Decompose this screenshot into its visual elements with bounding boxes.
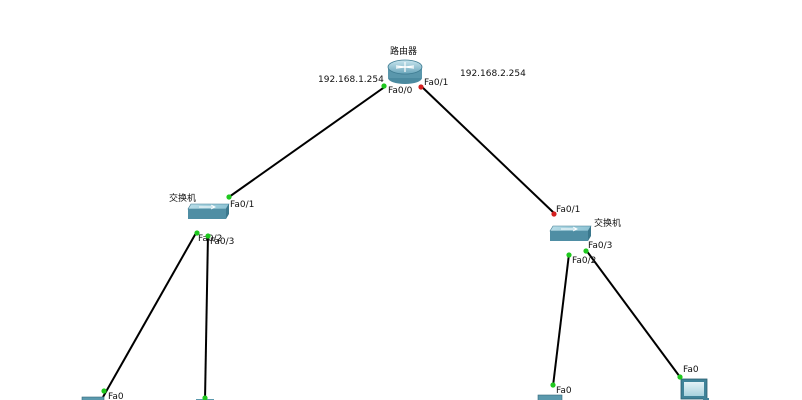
port-dot-pc1 [101,388,107,394]
port-dot-pc3 [550,382,556,388]
link-router-switch-right[interactable] [420,85,555,214]
router-arrows-icon [395,62,415,72]
links [102,85,681,400]
port-dot-sw-left-fa03 [205,233,211,239]
switch-right-port-down-a: Fa0/2 [572,256,596,266]
router-name: 路由器 [390,45,417,57]
pc3-port: Fa0 [556,386,572,396]
switch-right-port-up: Fa0/1 [556,205,580,215]
port-dot-router-fa01 [418,84,424,90]
router-port-left: Fa0/0 [388,86,413,96]
router-ip-right: 192.168.2.254 [460,69,526,79]
pc1-port: Fa0 [108,392,124,400]
switch-left-device[interactable] [187,203,230,219]
port-dot-router-fa00 [381,83,387,89]
port-dot-pc2 [202,395,208,400]
port-dot-sw-right-fa02 [566,252,572,258]
pc4-port: Fa0 [683,365,699,375]
pc1-device[interactable] [81,396,105,400]
port-dot-sw-right-fa01 [551,211,557,217]
switch-left-port-down-b: Fa0/3 [210,237,234,247]
switch-left-port-down-a: Fa0/2 [198,234,222,244]
pc4-device[interactable] [680,378,709,400]
switch-right-device[interactable] [549,225,592,241]
router-ip-left: 192.168.1.254 [318,75,384,85]
link-router-switch-left[interactable] [228,85,387,198]
link-switch-right-pc4[interactable] [585,249,681,378]
port-status-dots [101,83,683,400]
link-switch-left-pc1[interactable] [102,232,197,398]
port-dot-sw-right-fa03 [583,248,589,254]
port-dot-sw-left-fa02 [194,230,200,236]
pc3-device[interactable] [537,394,563,400]
router-port-right: Fa0/1 [424,78,448,88]
router-device[interactable] [387,59,423,84]
port-dot-pc4 [677,374,683,380]
port-dot-sw-left-fa01 [226,194,232,200]
switch-left-name: 交换机 [169,192,196,204]
switch-right-port-down-b: Fa0/3 [588,241,612,251]
link-switch-left-pc2[interactable] [204,233,209,400]
switch-left-port-up: Fa0/1 [230,200,254,210]
switch-right-name: 交换机 [594,217,621,229]
link-switch-right-pc3[interactable] [552,253,570,387]
